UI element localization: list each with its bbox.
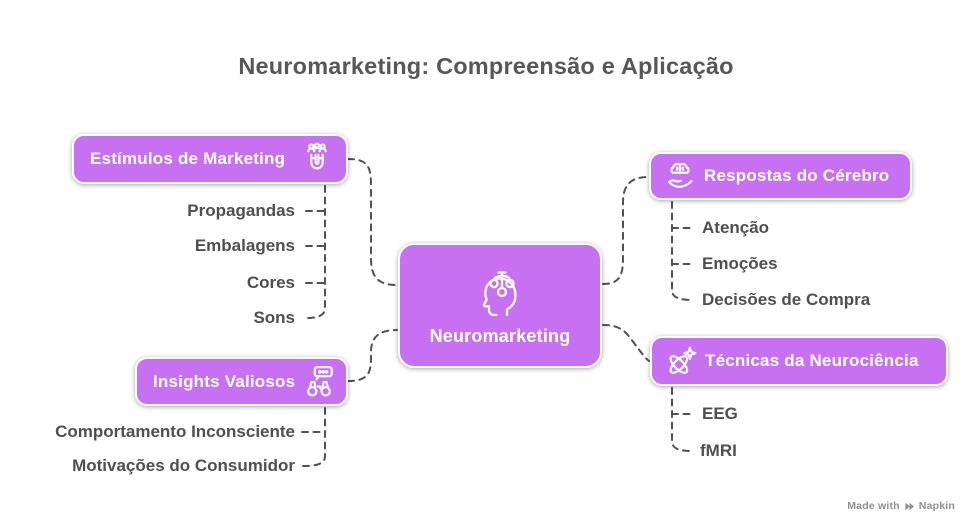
node-label: Neuromarketing [429, 325, 571, 346]
leaf-eeg: EEG [702, 404, 738, 423]
binoculars-insight-icon [302, 365, 336, 399]
node-estimulos-de-marketing: Estímulos de Marketing [72, 134, 348, 184]
mind-head-icon [472, 265, 528, 321]
watermark-made-with-napkin[interactable]: Made with Napkin [847, 500, 955, 512]
node-label: Respostas do Cérebro [704, 166, 890, 185]
leaf-fmri: fMRI [700, 441, 737, 460]
leaf-propagandas: Propagandas [187, 201, 295, 220]
node-respostas-do-cerebro: Respostas do Cérebro [649, 152, 912, 200]
connector-tecnicas-children [671, 387, 693, 452]
connector-insights-center [347, 329, 398, 382]
node-label: Estímulos de Marketing [90, 149, 286, 168]
node-insights-valiosos: Insights Valiosos [135, 357, 348, 406]
leaf-cores: Cores [246, 273, 295, 292]
connector-center-tecnicas [602, 324, 650, 362]
connector-respostas-children [671, 201, 695, 301]
watermark-prefix: Made with [847, 500, 900, 512]
connector-insights-children [302, 407, 326, 467]
leaf-comportamento-inconsciente: Comportamento Inconsciente [55, 422, 295, 441]
node-label: Técnicas da Neurociência [705, 351, 919, 370]
napkin-logo-icon [905, 502, 914, 510]
node-tecnicas-da-neurociencia: Técnicas da Neurociência [650, 336, 948, 386]
node-neuromarketing-central: Neuromarketing [398, 243, 602, 368]
leaf-sons: Sons [253, 308, 295, 327]
node-label: Insights Valiosos [153, 371, 296, 391]
connector-center-respostas [602, 176, 649, 285]
diagram-title: Neuromarketing: Compreensão e Aplicação [238, 53, 734, 79]
watermark-brand: Napkin [918, 500, 955, 512]
connector-estimulos-center [347, 158, 398, 286]
magnet-audience-icon [300, 142, 334, 176]
hand-brain-icon [663, 159, 697, 193]
atom-sparkle-icon [664, 344, 698, 378]
leaf-embalagens: Embalagens [194, 236, 295, 255]
leaf-atencao: Atenção [702, 218, 770, 237]
leaf-emocoes: Emoções [702, 254, 778, 273]
leaf-motivacoes-do-consumidor: Motivações do Consumidor [72, 456, 295, 475]
connector-estimulos-children [305, 185, 326, 319]
leaf-decisoes-de-compra: Decisões de Compra [702, 290, 871, 309]
